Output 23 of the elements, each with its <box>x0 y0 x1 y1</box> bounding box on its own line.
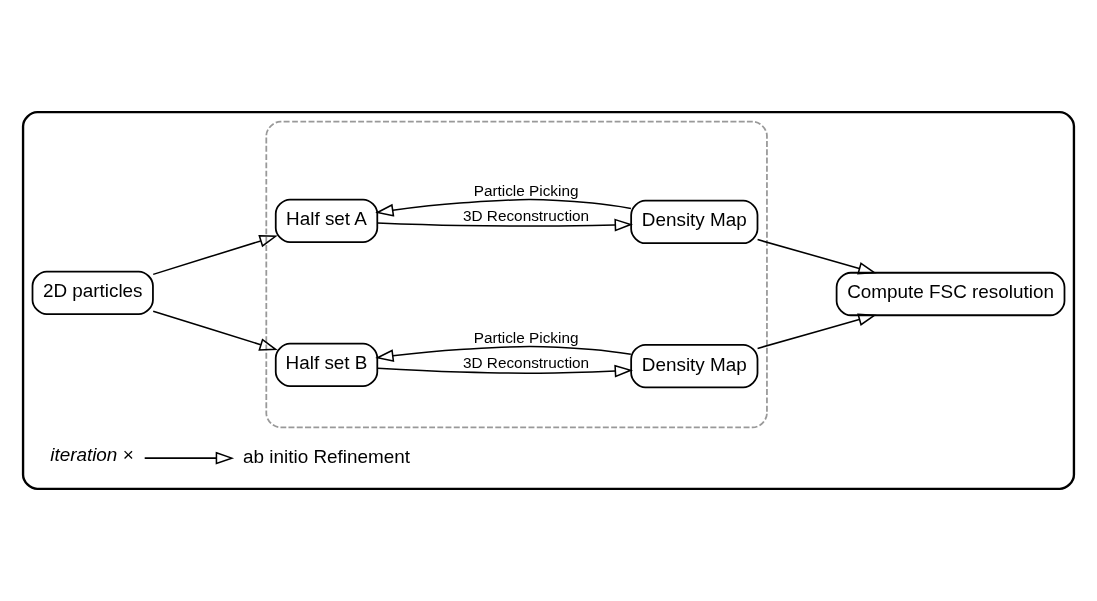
node-text: ab initio Refinement <box>243 445 410 467</box>
node-box: 2D particles <box>31 270 154 315</box>
node-box: Compute FSC resolution <box>835 271 1066 317</box>
edge-label: Particle Picking <box>473 328 579 346</box>
arrow <box>152 310 278 351</box>
node-box: Density Map <box>630 343 759 389</box>
arrow <box>756 238 877 275</box>
node-box: Half set B <box>274 342 379 387</box>
edge-label: 3D Reconstruction <box>463 353 590 371</box>
arrow <box>376 218 633 232</box>
arrow <box>375 345 632 363</box>
node-text: iteration × <box>50 444 134 466</box>
arrow <box>152 234 278 276</box>
arrow <box>143 451 235 465</box>
node-box: Density Map <box>630 199 759 245</box>
cluster <box>265 120 768 429</box>
cluster <box>21 111 1076 490</box>
arrow <box>376 364 633 378</box>
edge-label: 3D Reconstruction <box>463 207 590 225</box>
node-box: Half set A <box>274 198 379 243</box>
arrow <box>375 198 632 217</box>
edge-label: Particle Picking <box>473 182 579 200</box>
arrow <box>756 313 877 350</box>
